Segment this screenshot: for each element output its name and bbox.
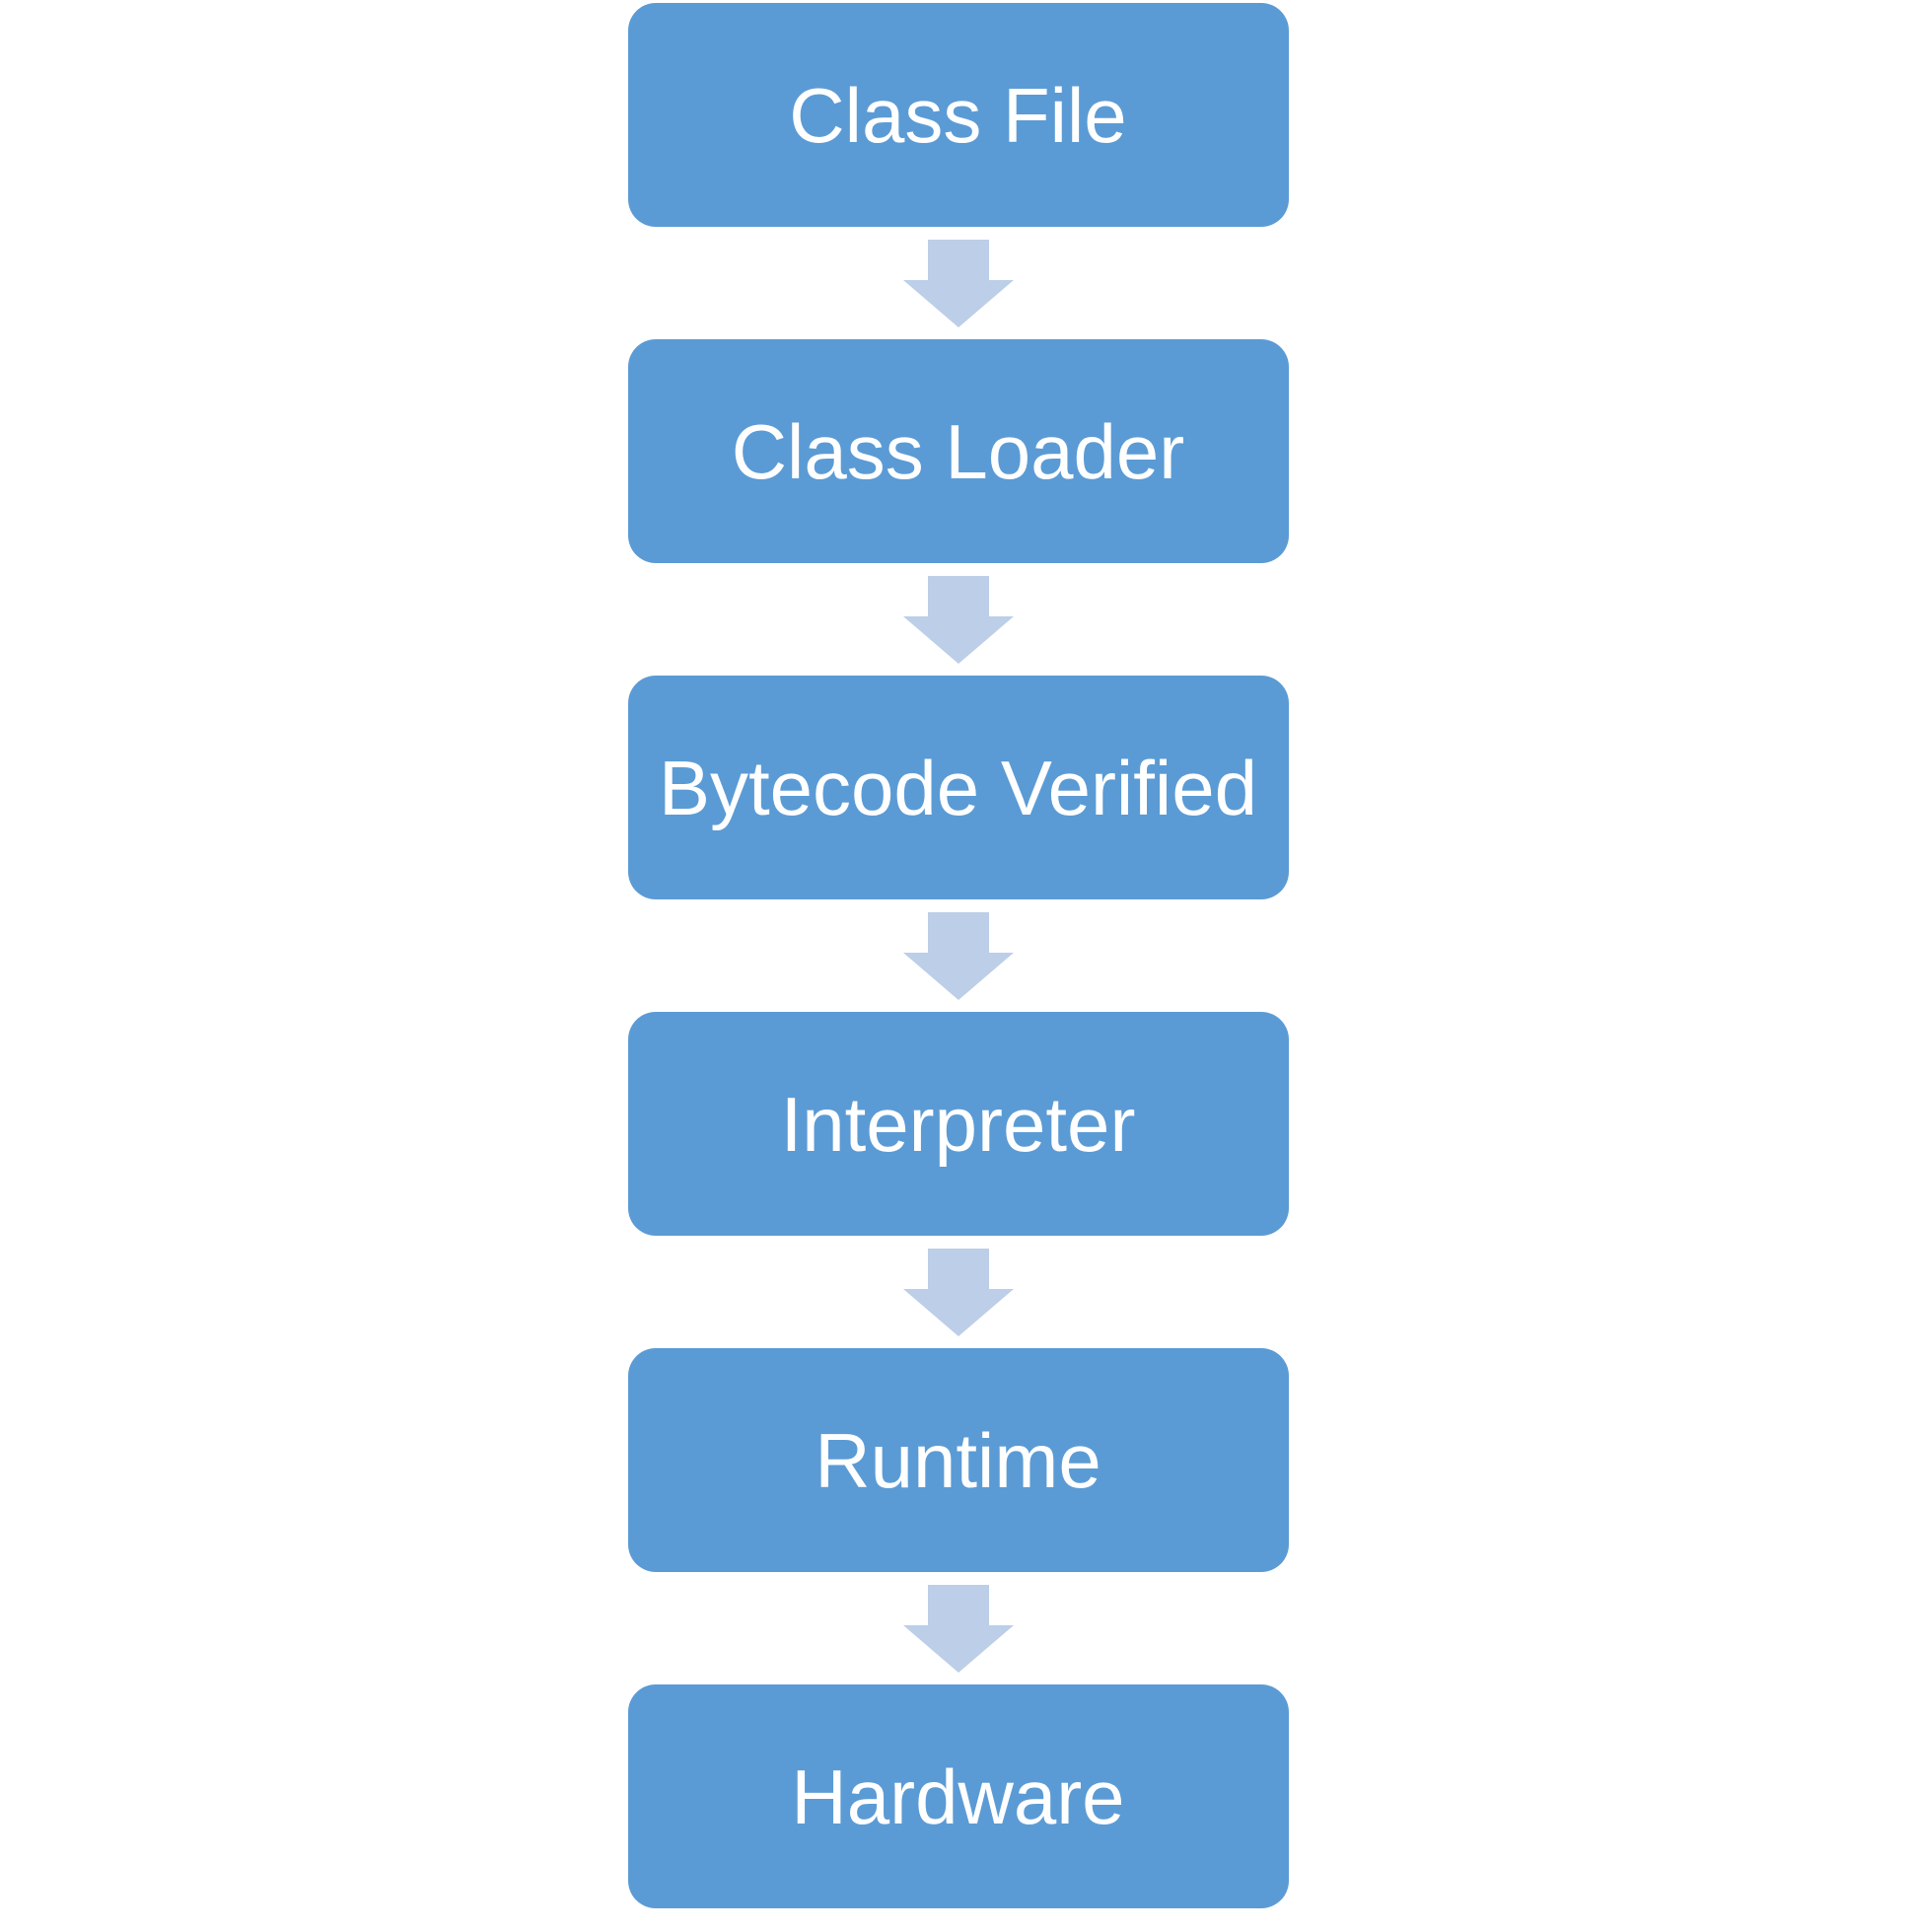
arrow-shaft	[927, 239, 989, 280]
arrow-head	[902, 952, 1014, 1000]
node-class-file: Class File	[627, 3, 1289, 227]
arrow-head	[902, 1624, 1014, 1673]
down-arrow-icon	[902, 1572, 1014, 1684]
node-bytecode-verified: Bytecode Verified	[627, 676, 1289, 899]
down-arrow-icon	[902, 1236, 1014, 1348]
node-class-loader: Class Loader	[627, 339, 1289, 563]
node-interpreter: Interpreter	[627, 1012, 1289, 1236]
vertical-flowchart: Class File Class Loader Bytecode Verifie…	[0, 3, 1916, 1908]
arrow-head	[902, 279, 1014, 327]
node-hardware: Hardware	[627, 1684, 1289, 1908]
arrow-shaft	[927, 575, 989, 616]
down-arrow-icon	[902, 227, 1014, 339]
arrow-shaft	[927, 1248, 989, 1289]
down-arrow-icon	[902, 899, 1014, 1012]
arrow-shaft	[927, 911, 989, 953]
node-runtime: Runtime	[627, 1348, 1289, 1572]
arrow-head	[902, 615, 1014, 664]
arrow-head	[902, 1288, 1014, 1336]
arrow-shaft	[927, 1584, 989, 1625]
down-arrow-icon	[902, 563, 1014, 676]
